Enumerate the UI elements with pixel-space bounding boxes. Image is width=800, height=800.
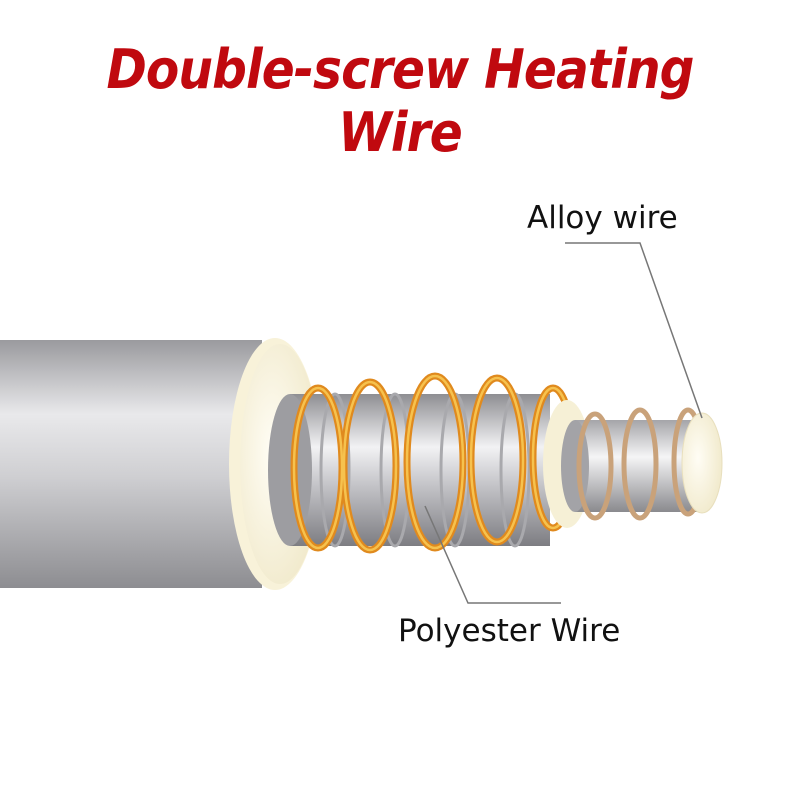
- end-cap: [681, 412, 723, 514]
- alloy-wire-leader-line: [565, 242, 703, 419]
- diagram-title: Double-screw Heating Wire: [106, 38, 694, 164]
- polyester-wire-label: Polyester Wire: [398, 613, 621, 649]
- polyester-wire-leader-line: [424, 505, 561, 604]
- outer-sheath: [0, 340, 262, 588]
- alloy-wire-label: Alloy wire: [527, 200, 678, 236]
